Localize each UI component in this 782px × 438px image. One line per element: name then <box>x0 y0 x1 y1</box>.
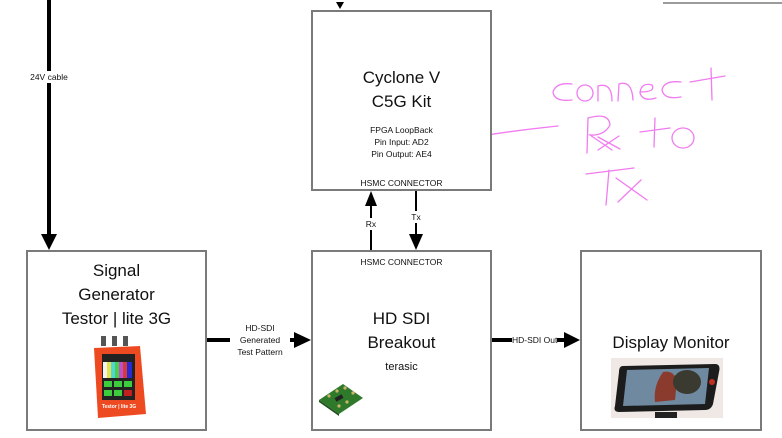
sdi-title-line2: Breakout <box>367 333 436 352</box>
rx-label: Rx <box>365 218 377 230</box>
siggen-title-line2: Generator <box>78 285 155 304</box>
sdi-subtitle: terasic <box>385 361 418 373</box>
cyclone-detail-line2: Pin Input: AD2 <box>374 137 429 147</box>
hd-sdi-breakout-block[interactable]: HSMC CONNECTOR HD SDI Breakout terasic <box>311 250 492 431</box>
gen-to-sdi-label-line2: Generated <box>239 335 281 345</box>
cyclone-detail-line3: Pin Output: AE4 <box>371 149 432 159</box>
cyclone-title-line2: C5G Kit <box>371 92 432 111</box>
cyclone-title-line1: Cyclone V <box>362 68 441 87</box>
sdi-out-label: HD-SDI Out <box>512 334 558 346</box>
tx-arrowhead <box>409 234 423 250</box>
tx-label: Tx <box>409 211 423 223</box>
display-title: Display Monitor <box>612 333 730 352</box>
gen-to-sdi-label-line1: HD-SDI <box>245 323 275 333</box>
power-cable-arrowhead <box>41 234 57 250</box>
cyclone-v-block[interactable]: Cyclone V C5G Kit FPGA LoopBack Pin Inpu… <box>311 10 492 191</box>
siggen-title-line1: Signal <box>92 261 141 280</box>
sdi-title-line1: HD SDI <box>372 309 431 328</box>
gen-to-sdi-label: HD-SDI Generated Test Pattern <box>230 322 290 358</box>
cyclone-hsmc-connector-label: HSMC CONNECTOR <box>360 178 443 188</box>
cyclone-input-arrowhead <box>336 2 344 9</box>
signal-generator-block[interactable]: Signal Generator Testor | lite 3G Testor… <box>26 250 207 431</box>
signal-generator-device-image: Testor | lite 3G <box>94 336 146 418</box>
siggen-title-line3: Testor | lite 3G <box>61 309 172 328</box>
gen-to-sdi-arrowhead <box>294 332 311 348</box>
device-brand-label: Testor | lite 3G <box>102 404 136 410</box>
cyclone-detail-line1: FPGA LoopBack <box>370 125 433 135</box>
display-monitor-image <box>611 358 723 418</box>
sdi-hsmc-connector-label: HSMC CONNECTOR <box>360 257 443 267</box>
sdi-out-arrowhead <box>564 332 580 348</box>
display-monitor-block[interactable]: Display Monitor <box>580 250 762 431</box>
power-cable-label: 24V cable <box>29 71 69 83</box>
breakout-board-image <box>319 384 363 416</box>
annotation-c <box>552 83 573 101</box>
gen-to-sdi-label-line3: Test Pattern <box>237 347 283 357</box>
rx-arrowhead <box>365 191 377 206</box>
